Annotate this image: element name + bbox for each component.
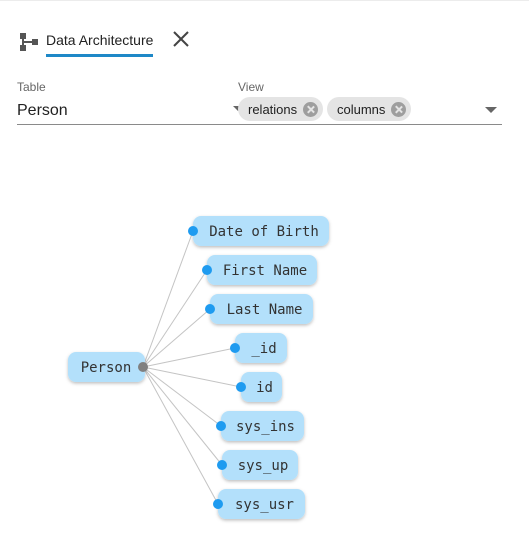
node-box xyxy=(210,294,313,324)
graph-node[interactable]: _id xyxy=(230,333,287,363)
node-label: sys_ins xyxy=(236,419,295,435)
node-box xyxy=(193,216,329,246)
node-box xyxy=(222,450,298,480)
chip-relations[interactable]: relations xyxy=(238,97,324,121)
field-underline xyxy=(17,124,502,125)
view-label: View xyxy=(238,80,264,94)
graph-edge xyxy=(142,366,223,466)
graph-edge xyxy=(142,366,222,427)
node-connector-dot xyxy=(236,382,246,392)
node-label: Last Name xyxy=(227,302,303,318)
node-box xyxy=(207,255,317,285)
node-box xyxy=(218,489,305,519)
node-connector-dot xyxy=(216,421,226,431)
node-label: _id xyxy=(251,341,276,357)
node-label: sys_usr xyxy=(235,497,294,513)
node-box xyxy=(235,333,287,363)
graph-node[interactable]: sys_usr xyxy=(213,489,305,519)
node-connector-dot xyxy=(188,226,198,236)
graph-node[interactable]: id xyxy=(236,372,282,402)
chip-remove-icon[interactable] xyxy=(391,101,407,117)
graph-node[interactable]: sys_up xyxy=(217,450,298,480)
tab-data-architecture[interactable]: Data Architecture xyxy=(20,26,154,57)
node-label: Person xyxy=(81,360,132,376)
close-icon[interactable] xyxy=(170,28,192,50)
table-select[interactable]: Table Person xyxy=(17,80,245,123)
chip-columns[interactable]: columns xyxy=(327,97,412,121)
node-label: id xyxy=(256,380,273,396)
hierarchy-icon xyxy=(20,30,40,54)
node-connector-dot xyxy=(205,304,215,314)
chip-remove-icon[interactable] xyxy=(303,101,319,117)
top-divider xyxy=(0,0,529,1)
node-label: First Name xyxy=(223,263,307,279)
node-label: Date of Birth xyxy=(209,224,319,240)
graph-edge xyxy=(142,366,219,505)
node-label: sys_up xyxy=(238,458,289,474)
chip-label: relations xyxy=(248,101,298,117)
graph-node-root[interactable]: Person xyxy=(68,352,145,382)
graph-edge xyxy=(142,308,211,368)
view-select[interactable]: View xyxy=(238,80,502,94)
node-connector-dot xyxy=(202,265,212,275)
node-box xyxy=(221,411,304,441)
node-connector-dot xyxy=(213,499,223,509)
graph-edge xyxy=(142,347,236,368)
chip-label: columns xyxy=(337,101,386,117)
graph-edge xyxy=(142,269,208,368)
node-box xyxy=(241,372,282,402)
graph-node[interactable]: First Name xyxy=(202,255,317,285)
table-value: Person xyxy=(17,102,68,119)
node-connector-dot xyxy=(217,460,227,470)
graph-edge xyxy=(142,366,242,388)
view-dropdown-icon[interactable] xyxy=(485,107,497,113)
graph-node[interactable]: Last Name xyxy=(205,294,313,324)
node-connector-dot xyxy=(230,343,240,353)
table-label: Table xyxy=(17,80,46,94)
graph-edge xyxy=(142,230,194,368)
root-connector-dot xyxy=(138,362,148,372)
graph-node[interactable]: Date of Birth xyxy=(188,216,329,246)
tab-label: Data Architecture xyxy=(46,32,154,57)
node-box xyxy=(68,352,145,382)
graph-node[interactable]: sys_ins xyxy=(216,411,304,441)
